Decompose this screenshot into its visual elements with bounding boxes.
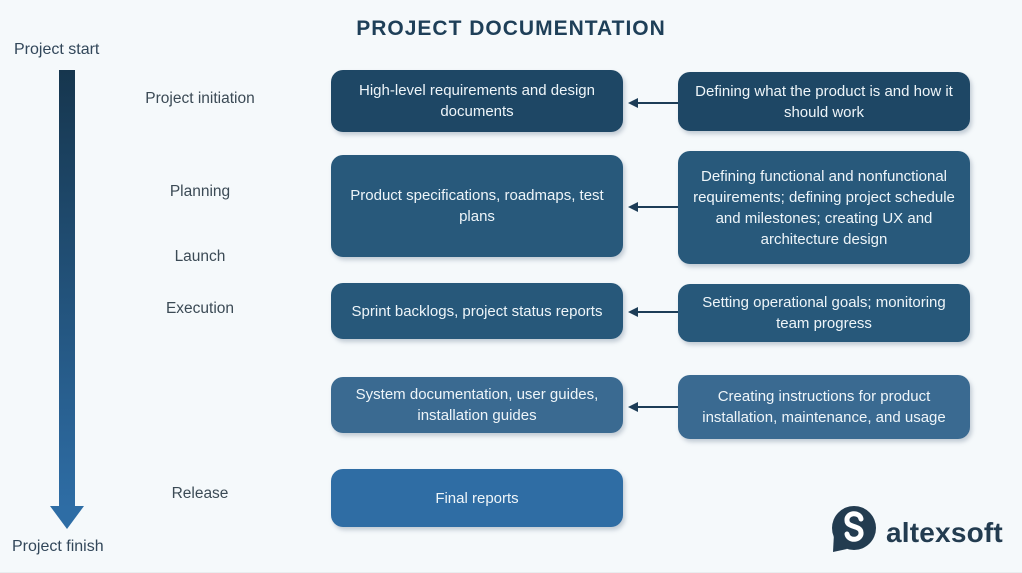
arrow-line [635,102,678,104]
arrowhead-left-icon [628,307,638,317]
timeline-arrow-down-icon [50,70,84,529]
timeline-start-label: Project start [14,41,100,58]
arrow-line [635,406,678,408]
page-title: PROJECT DOCUMENTATION [356,17,666,40]
timeline-finish-label: Project finish [12,538,104,555]
description-box-execution: Setting operational goals; monitoring te… [678,284,970,342]
document-box-initiation: High-level requirements and design docum… [331,70,623,132]
phase-label-launch: Launch [174,248,226,265]
document-box-text: Product specifications, roadmaps, test p… [350,187,604,225]
phase-label-execution: Execution [165,300,235,317]
altexsoft-logo: altexsoft [830,504,1003,554]
document-box-text: High-level requirements and design docum… [359,82,595,120]
left-arrow-connector [628,306,678,318]
altexsoft-logo-text: altexsoft [886,517,1003,548]
left-arrow-connector [628,97,678,109]
document-box-system-docs: System documentation, user guides, insta… [331,377,623,433]
description-box-text: Setting operational goals; monitoring te… [702,294,946,332]
document-box-text: Final reports [435,489,519,507]
description-box-text: Defining functional and nonfunctional re… [693,167,955,248]
left-arrow-connector [628,401,678,413]
document-box-planning: Product specifications, roadmaps, test p… [331,155,623,257]
altexsoft-logo-mark-icon [832,506,876,552]
description-box-text: Defining what the product is and how it … [695,82,953,121]
phase-label-planning: Planning [169,183,231,200]
description-box-initiation: Defining what the product is and how it … [678,72,970,131]
left-arrow-connector [628,201,678,213]
document-box-execution: Sprint backlogs, project status reports [331,283,623,339]
description-box-system-docs: Creating instructions for product instal… [678,375,970,439]
document-box-release: Final reports [331,469,623,527]
arrowhead-left-icon [628,402,638,412]
document-box-text: System documentation, user guides, insta… [355,386,599,424]
description-box-text: Creating instructions for product instal… [702,388,946,426]
arrowhead-left-icon [628,98,638,108]
arrow-line [635,311,678,313]
description-box-planning: Defining functional and nonfunctional re… [678,151,970,264]
document-box-text: Sprint backlogs, project status reports [351,302,603,320]
phase-label-release: Release [171,485,229,502]
arrowhead-left-icon [628,202,638,212]
phase-label-project-initiation: Project initiation [145,90,255,107]
arrow-line [635,206,678,208]
